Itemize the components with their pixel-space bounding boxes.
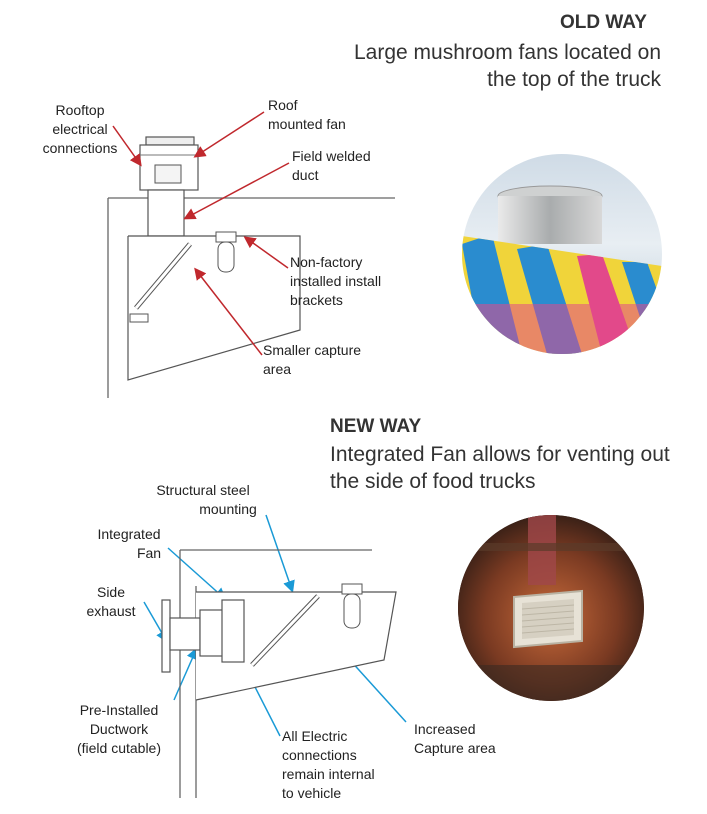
old-hood-outline xyxy=(127,235,301,381)
new-way-heading: NEW WAY xyxy=(330,416,422,437)
label-electric-l2: connections xyxy=(282,747,357,763)
label-side-exhaust-l2: exhaust xyxy=(86,603,136,619)
arrow-structural xyxy=(265,514,295,593)
label-rooftop-l2: electrical xyxy=(52,121,108,137)
label-capture-new-l2: Capture area xyxy=(414,740,496,756)
arrow-ductwork xyxy=(173,647,198,701)
label-field-duct-l2: duct xyxy=(292,167,319,183)
label-ductwork: Pre-Installed Ductwork (field cutable) xyxy=(64,701,174,758)
side-exhaust-flange xyxy=(161,599,171,673)
old-way-heading: OLD WAY xyxy=(560,12,647,33)
label-structural-l2: mounting xyxy=(199,501,257,517)
label-integrated-l1: Integrated xyxy=(97,526,161,542)
label-capture-new-l1: Increased xyxy=(414,721,476,737)
label-rooftop-l3: connections xyxy=(42,140,118,156)
label-electric-l1: All Electric xyxy=(282,728,348,744)
label-electric-l4: to vehicle xyxy=(282,785,342,801)
label-integrated: Integrated Fan xyxy=(84,525,174,563)
arrow-rooftop xyxy=(112,125,142,167)
label-side-exhaust: Side exhaust xyxy=(78,583,144,621)
label-field-duct: Field welded duct xyxy=(292,147,371,185)
label-structural: Structural steel mounting xyxy=(143,481,263,519)
label-structural-l1: Structural steel xyxy=(156,482,250,498)
label-capture-old: Smaller capture area xyxy=(263,341,361,379)
new-way-photo xyxy=(458,515,644,701)
old-way-subtitle-line1: Large mushroom fans located on xyxy=(353,41,661,64)
label-ductwork-l1: Pre-Installed xyxy=(79,702,159,718)
label-ductwork-l2: Ductwork xyxy=(89,721,149,737)
label-rooftop-l1: Rooftop xyxy=(55,102,105,118)
old-fan-motor xyxy=(154,164,182,184)
arrow-field-duct xyxy=(183,162,290,220)
old-way-subtitle-line2: the top of the truck xyxy=(487,68,661,91)
label-electric-l3: remain internal xyxy=(282,766,375,782)
label-rooftop: Rooftop electrical connections xyxy=(40,101,120,158)
integrated-fan-image xyxy=(458,515,644,701)
label-brackets-l2: installed install xyxy=(290,273,382,289)
label-roof-fan: Roof mounted fan xyxy=(268,96,346,134)
label-brackets-l1: Non-factory xyxy=(290,254,363,270)
arrow-capture xyxy=(194,267,263,356)
label-brackets: Non-factory installed install brackets xyxy=(290,253,381,310)
arrow-roof-fan xyxy=(193,111,265,158)
new-way-subtitle-line2: the side of food trucks xyxy=(330,470,536,493)
label-roof-fan-l2: mounted fan xyxy=(268,116,346,132)
label-electric: All Electric connections remain internal… xyxy=(282,727,375,803)
new-ductwork xyxy=(169,617,201,651)
arrow-integrated xyxy=(167,547,227,600)
label-integrated-l2: Fan xyxy=(136,545,162,561)
new-light xyxy=(343,593,361,629)
label-roof-fan-l1: Roof xyxy=(268,97,298,113)
label-capture-new: Increased Capture area xyxy=(414,720,496,758)
truck-roof-fan-image xyxy=(462,185,662,354)
label-field-duct-l1: Field welded xyxy=(292,148,371,164)
label-capture-old-l1: Smaller capture xyxy=(263,342,362,358)
arrow-brackets xyxy=(243,236,289,269)
new-way-subtitle-line1: Integrated Fan allows for venting out xyxy=(330,443,670,466)
label-ductwork-l3: (field cutable) xyxy=(76,740,162,756)
old-way-photo xyxy=(462,154,662,354)
label-side-exhaust-l1: Side xyxy=(96,584,126,600)
label-capture-old-l2: area xyxy=(263,361,292,377)
label-brackets-l3: brackets xyxy=(290,292,343,308)
old-light xyxy=(217,241,235,273)
